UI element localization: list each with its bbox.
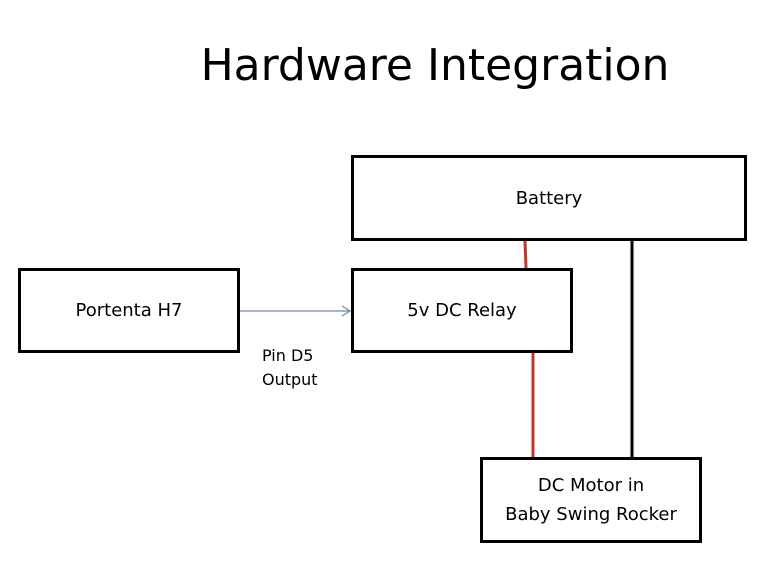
pin-label-line2: Output xyxy=(262,370,318,389)
portenta-label: Portenta H7 xyxy=(75,300,183,321)
motor-label-line1: DC Motor in xyxy=(537,475,645,496)
battery-label: Battery xyxy=(515,187,583,209)
battery-node: Battery xyxy=(351,155,747,241)
pin-label-line1: Pin D5 xyxy=(262,346,314,365)
motor-label-line2: Baby Swing Rocker xyxy=(505,504,677,525)
motor-node: DC Motor in Baby Swing Rocker xyxy=(480,457,702,543)
relay-label: 5v DC Relay xyxy=(407,300,517,321)
battery-to-relay-wire xyxy=(523,240,528,269)
portenta-node: Portenta H7 xyxy=(18,268,240,353)
relay-node: 5v DC Relay xyxy=(351,268,573,353)
arrowhead-icon xyxy=(341,305,352,317)
signal-edge-label: Pin D5 Output xyxy=(262,344,318,392)
diagram-title: Hardware Integration xyxy=(200,40,670,91)
